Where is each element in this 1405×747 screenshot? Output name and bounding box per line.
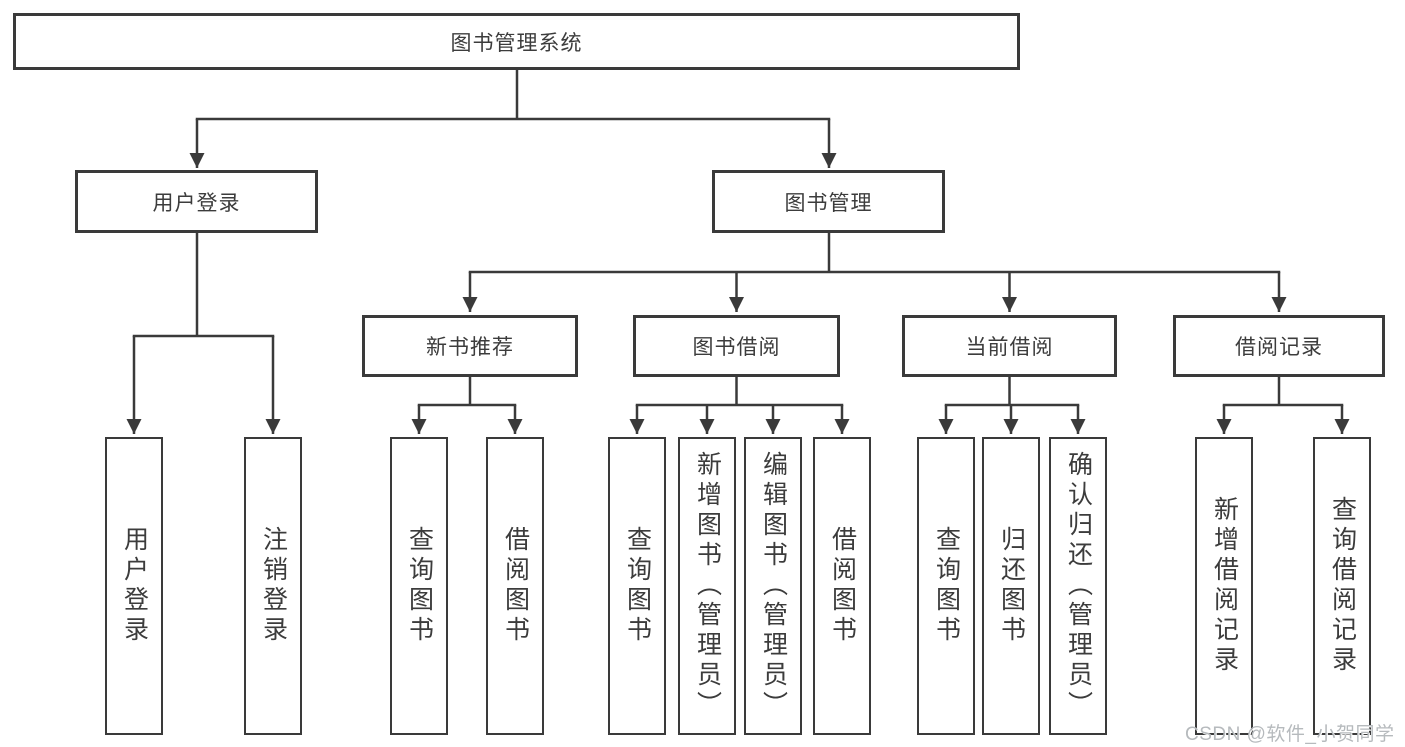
node-query-books-current: 查询图书: [917, 437, 975, 735]
node-label: 新增图书（管理员）: [693, 451, 722, 721]
node-borrow-books-borrowing: 借阅图书: [813, 437, 871, 735]
node-label: 编辑图书（管理员）: [759, 451, 788, 721]
csdn-watermark: CSDN @软件_小贺同学: [1185, 724, 1395, 745]
node-label: 借阅图书: [501, 526, 530, 646]
node-query-books-newbook: 查询图书: [390, 437, 448, 735]
node-borrowing-records: 借阅记录: [1173, 315, 1385, 377]
node-label: 图书借阅: [692, 336, 781, 359]
node-logout: 注销登录: [244, 437, 302, 735]
node-query-borrow-record: 查询借阅记录: [1313, 437, 1371, 735]
node-book-borrowing: 图书借阅: [633, 315, 840, 377]
node-label: 查询图书: [623, 526, 652, 646]
node-label: 借阅记录: [1235, 336, 1323, 359]
node-confirm-return-admin: 确认归还（管理员）: [1049, 437, 1107, 735]
node-label: 新增借阅记录: [1210, 496, 1239, 676]
node-return-books: 归还图书: [982, 437, 1040, 735]
node-label: 注销登录: [259, 526, 288, 646]
node-label: 查询图书: [405, 526, 434, 646]
node-label: 图书管理系统: [450, 31, 583, 55]
node-new-book-recommend: 新书推荐: [362, 315, 578, 377]
node-user-login: 用户登录: [75, 170, 318, 233]
node-label: 当前借阅: [965, 336, 1054, 359]
node-label: 借阅图书: [828, 526, 857, 646]
node-edit-books-admin: 编辑图书（管理员）: [744, 437, 802, 735]
node-label: 用户登录: [120, 526, 149, 646]
node-borrow-books-newbook: 借阅图书: [486, 437, 544, 735]
node-label: 确认归还（管理员）: [1064, 451, 1093, 721]
node-label: 查询借阅记录: [1328, 496, 1357, 676]
node-current-borrowing: 当前借阅: [902, 315, 1117, 377]
node-add-books-admin: 新增图书（管理员）: [678, 437, 736, 735]
node-query-books-borrowing: 查询图书: [608, 437, 666, 735]
node-add-borrow-record: 新增借阅记录: [1195, 437, 1253, 735]
node-library-management-system: 图书管理系统: [13, 13, 1020, 70]
node-label: 用户登录: [152, 191, 241, 215]
node-user-login-leaf: 用户登录: [105, 437, 163, 735]
node-label: 归还图书: [997, 526, 1026, 646]
node-label: 查询图书: [932, 526, 961, 646]
node-book-management: 图书管理: [712, 170, 945, 233]
node-label: 新书推荐: [426, 336, 514, 359]
node-label: 图书管理: [784, 191, 873, 215]
